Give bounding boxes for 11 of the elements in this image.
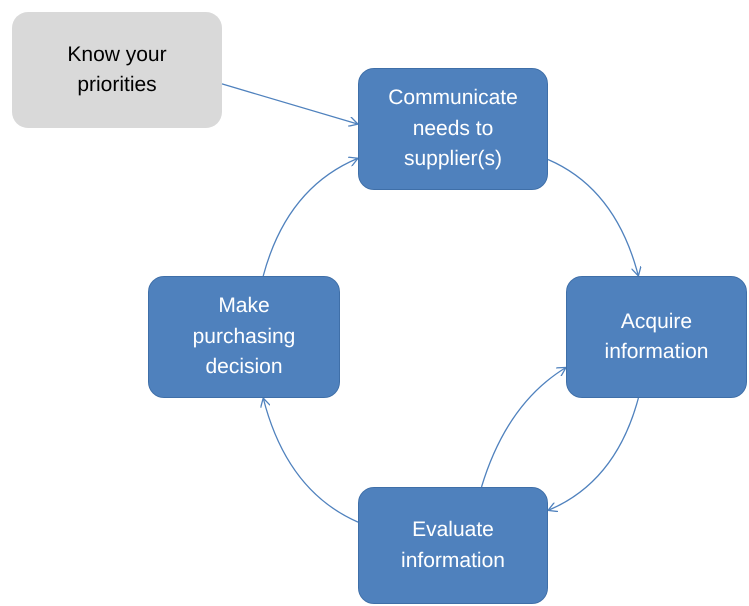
arrow	[480, 366, 567, 488]
process-box: Communicate needs to supplier(s)	[358, 68, 548, 190]
arrow	[222, 83, 359, 128]
arrow	[262, 156, 359, 276]
arrow	[260, 397, 358, 523]
note-box: Know your priorities	[12, 12, 222, 128]
process-box: Acquire information	[566, 276, 747, 398]
arrow	[547, 398, 640, 512]
arrow	[548, 158, 642, 277]
process-box: Evaluate information	[358, 487, 548, 604]
process-box: Make purchasing decision	[148, 276, 340, 398]
